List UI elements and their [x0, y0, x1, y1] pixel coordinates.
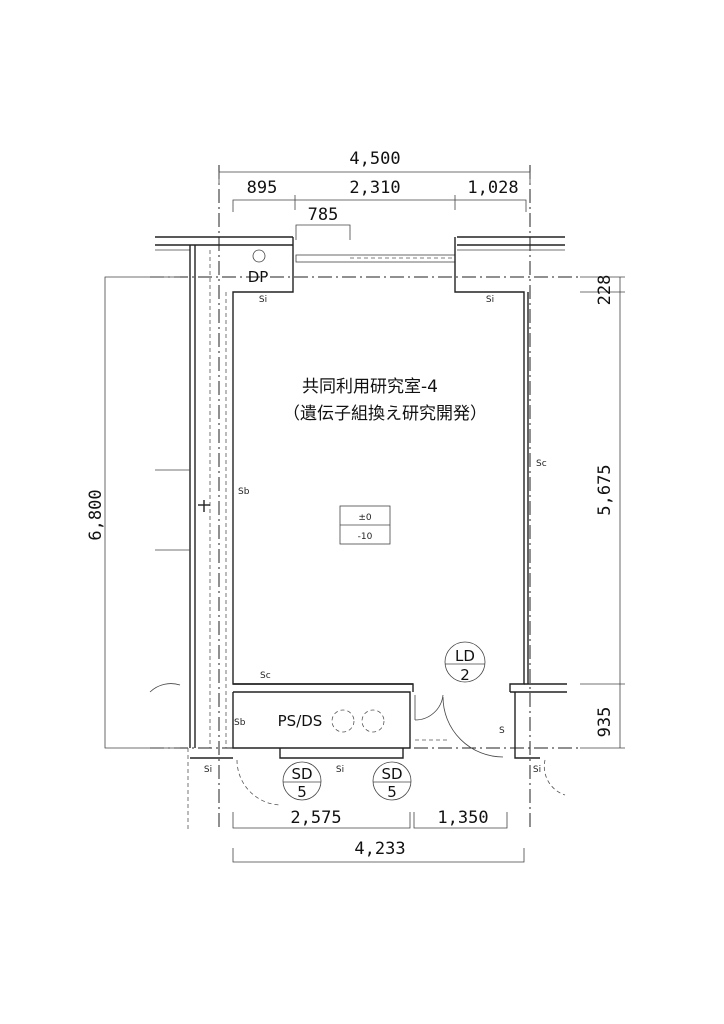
finish-labels: Si Si Sb Sc Sc Sb S Si Si Si: [204, 295, 547, 775]
label-sb: Sb: [234, 718, 246, 728]
label-si: Si: [486, 295, 494, 305]
sd-marker: SD 5: [372, 761, 412, 801]
label-si: Si: [204, 765, 212, 775]
dim-top-1: 895: [247, 178, 278, 198]
bottom-dimensions: 2,575 1,350 4,233: [232, 808, 525, 863]
walls: [149, 236, 567, 806]
dim-left-height: 6,800: [86, 489, 106, 540]
label-s: S: [499, 726, 505, 736]
drain-pipe-icon: [252, 249, 266, 263]
dim-right-2: 5,675: [595, 464, 615, 515]
pipe-icon: [331, 709, 355, 733]
left-dimension: 6,800: [86, 276, 180, 749]
room-name: 共同利用研究室-4: [302, 377, 438, 397]
sd-bottom: 5: [387, 783, 397, 801]
room-purpose: （遺伝子組換え研究開発）: [283, 404, 487, 424]
label-si: Si: [259, 295, 267, 305]
dim-right-1: 228: [595, 275, 615, 306]
label-sb: Sb: [238, 487, 250, 497]
level-top: ±0: [358, 513, 372, 523]
label-sc: Sc: [260, 671, 271, 681]
right-dimensions: 228 5,675 935: [580, 275, 625, 749]
ld-marker: LD 2: [444, 641, 486, 684]
label-si: Si: [336, 765, 344, 775]
grid-lines: [150, 165, 580, 830]
sd-marker: SD 5: [282, 761, 322, 801]
ld-top: LD: [455, 647, 475, 665]
level-box: ±0 -10: [339, 505, 391, 545]
dim-right-3: 935: [595, 707, 615, 738]
dim-bottom-2: 1,350: [437, 808, 488, 828]
label-sc: Sc: [536, 459, 547, 469]
sd-top: SD: [381, 765, 402, 783]
sd-bottom: 5: [297, 783, 307, 801]
sd-top: SD: [291, 765, 312, 783]
ps-ds-label: PS/DS: [278, 712, 323, 730]
ld-bottom: 2: [460, 666, 470, 684]
level-bottom: -10: [358, 532, 373, 542]
dp-label: DP: [248, 268, 269, 286]
dim-window: 785: [308, 205, 339, 225]
dim-bottom-1: 2,575: [290, 808, 341, 828]
pipe-icon: [361, 709, 385, 733]
label-si: Si: [533, 765, 541, 775]
dim-top-3: 1,028: [467, 178, 518, 198]
dim-bottom-overall: 4,233: [354, 839, 405, 859]
dim-overall-width: 4,500: [349, 149, 400, 169]
top-dimensions: 4,500 895 2,310 1,028 785: [218, 149, 531, 240]
dim-top-2: 2,310: [349, 178, 400, 198]
